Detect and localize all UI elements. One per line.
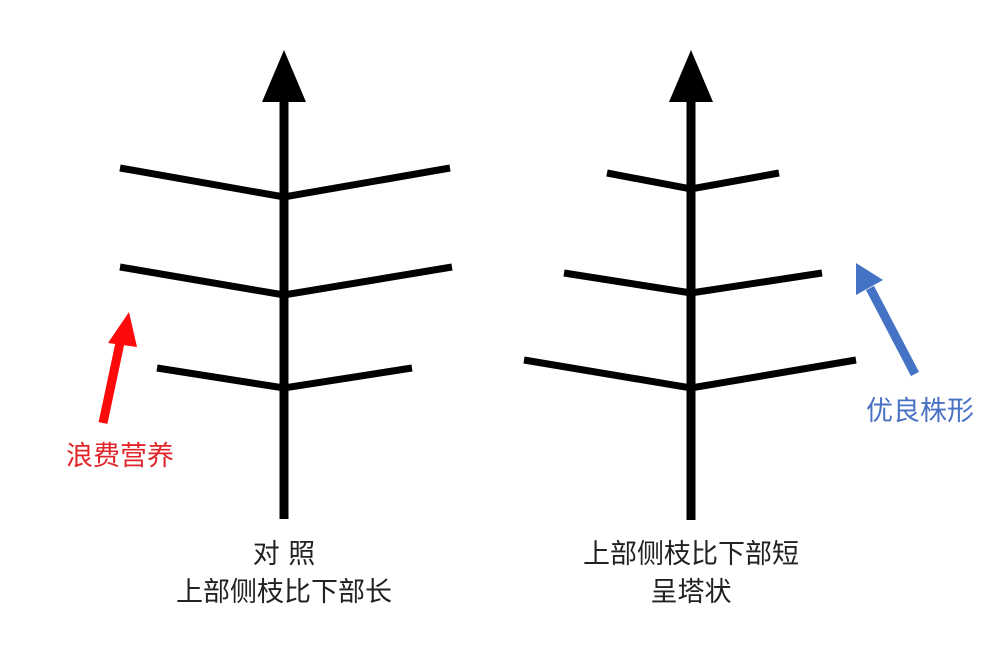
right-caption-shape: 呈塔状 <box>650 577 732 608</box>
left-caption: 对 照 上部侧枝比下部长 <box>134 536 434 612</box>
right-branch-top <box>606 169 780 193</box>
left-caption-title: 对 照 <box>252 539 316 570</box>
blue-arrow-up-icon <box>856 263 919 377</box>
left-tree <box>119 50 453 519</box>
waste-nutrients-label: 浪费营养 <box>66 441 174 472</box>
right-caption: 上部侧枝比下部短 呈塔状 <box>541 536 841 612</box>
left-caption-desc: 上部侧枝比下部长 <box>176 577 392 608</box>
left-trunk-arrowhead-icon <box>262 50 306 102</box>
red-arrow-up-icon <box>98 312 137 424</box>
right-branch-bottom <box>523 356 857 392</box>
left-branch-top <box>119 164 451 201</box>
good-plant-shape-label: 优良株形 <box>866 396 974 427</box>
left-branch-bottom <box>156 364 413 392</box>
right-trunk-arrowhead-icon <box>669 50 713 102</box>
right-caption-desc: 上部侧枝比下部短 <box>583 539 799 570</box>
right-branch-middle <box>563 269 823 297</box>
left-branch-middle <box>119 263 453 299</box>
right-tree <box>523 50 857 520</box>
